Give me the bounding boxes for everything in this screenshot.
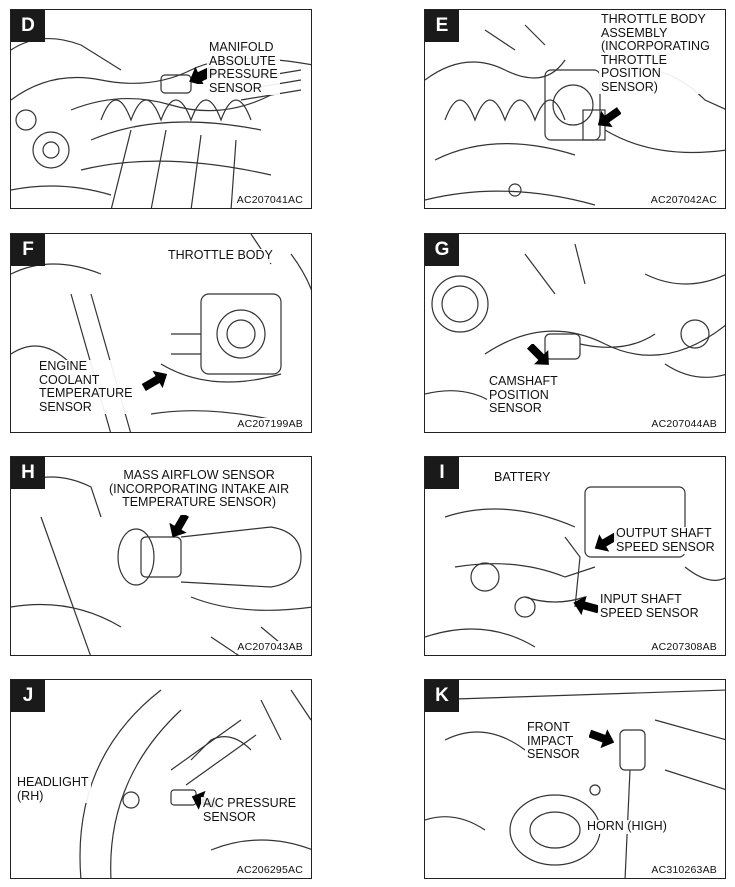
ac-pressure-sensor-label: A/C PRESSURE SENSOR — [201, 796, 299, 824]
pointer-arrow — [594, 532, 619, 552]
pointer-arrow — [589, 729, 615, 749]
throttle-body-label: THROTTLE BODY — [166, 248, 275, 263]
pointer-arrow — [597, 107, 621, 128]
panel-h: MASS AIRFLOW SENSOR (INCORPORATING INTAK… — [10, 456, 312, 656]
figure-code: AC310263AB — [649, 864, 719, 876]
panel-j: HEADLIGHT (RH) A/C PRESSURE SENSOR J AC2… — [10, 679, 312, 879]
engine-illustration — [11, 476, 311, 655]
panel-letter: J — [11, 680, 45, 712]
output-shaft-speed-sensor-label: OUTPUT SHAFT SPEED SENSOR — [614, 526, 717, 554]
pointer-arrow — [526, 344, 549, 365]
panel-letter: F — [11, 234, 45, 266]
figure-code: AC207043AB — [235, 641, 305, 653]
battery-label: BATTERY — [492, 470, 553, 485]
panel-letter: D — [11, 10, 45, 42]
panel-letter: I — [425, 457, 459, 489]
pointer-arrow — [141, 370, 168, 391]
figure-code: AC206295AC — [234, 864, 305, 876]
pointer-arrow — [573, 595, 599, 616]
engine-illustration — [425, 486, 725, 648]
mass-airflow-sensor-label: MASS AIRFLOW SENSOR (INCORPORATING INTAK… — [107, 468, 292, 510]
engine-illustration — [425, 689, 725, 878]
panel-letter: G — [425, 234, 459, 266]
panel-letter: K — [425, 680, 459, 712]
engine-illustration — [425, 24, 725, 206]
figure-code: AC207042AC — [648, 194, 719, 206]
horn-high-label: HORN (HIGH) — [585, 819, 669, 834]
camshaft-position-sensor-label: CAMSHAFT POSITION SENSOR — [487, 374, 560, 416]
panel-i: BATTERY OUTPUT SHAFT SPEED SENSOR INPUT … — [424, 456, 726, 656]
manifold-absolute-pressure-sensor-label: MANIFOLD ABSOLUTE PRESSURE SENSOR — [207, 40, 280, 95]
figure-code: AC207308AB — [649, 641, 719, 653]
panel-k: FRONT IMPACT SENSOR HORN (HIGH) K AC3102… — [424, 679, 726, 879]
input-shaft-speed-sensor-label: INPUT SHAFT SPEED SENSOR — [598, 592, 701, 620]
figure-code: AC207044AB — [649, 418, 719, 430]
panel-letter: H — [11, 457, 45, 489]
engine-coolant-temperature-sensor-label: ENGINE COOLANT TEMPERATURE SENSOR — [37, 359, 135, 414]
panel-f: THROTTLE BODY ENGINE COOLANT TEMPERATURE… — [10, 233, 312, 433]
panel-letter: E — [425, 10, 459, 42]
panel-e: THROTTLE BODY ASSEMBLY (INCORPORATING TH… — [424, 9, 726, 209]
panel-g: CAMSHAFT POSITION SENSOR G AC207044AB — [424, 233, 726, 433]
headlight-rh-label: HEADLIGHT (RH) — [15, 775, 91, 803]
figure-code: AC207199AB — [235, 418, 305, 430]
pointer-arrow — [169, 515, 189, 537]
figure-code: AC207041AC — [234, 194, 305, 206]
panel-d: MANIFOLD ABSOLUTE PRESSURE SENSOR D AC20… — [10, 9, 312, 209]
front-impact-sensor-label: FRONT IMPACT SENSOR — [525, 720, 582, 762]
throttle-body-assembly-label: THROTTLE BODY ASSEMBLY (INCORPORATING TH… — [599, 12, 712, 94]
engine-illustration — [425, 243, 725, 405]
engine-illustration — [79, 689, 311, 878]
